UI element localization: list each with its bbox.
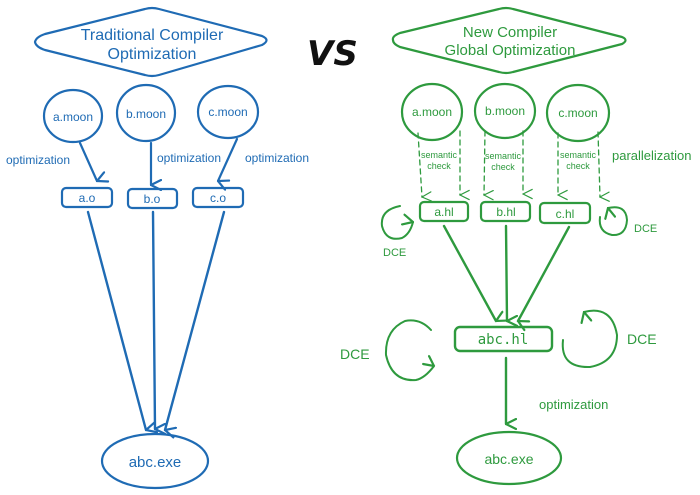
source-node-b: [473, 82, 537, 140]
check-label-a-1: semantic: [421, 150, 458, 160]
merged-label: abc.hl: [478, 332, 529, 348]
edge-b-hl-to-abc-hl: [504, 224, 507, 321]
source-node-b: [115, 83, 177, 143]
object-label-b: b.o: [144, 192, 161, 206]
dce-loop-right-icon: [598, 207, 628, 237]
edge-b-o-to-exe: [151, 210, 155, 429]
output-node: [455, 430, 563, 486]
dce-label-small-right: DCE: [634, 223, 657, 235]
check-label-c-1: semantic: [560, 150, 597, 160]
object-node-a: [60, 186, 114, 209]
traditional-compiler-section: Traditional Compiler Optimization a.moon…: [6, 6, 309, 490]
source-label-b: b.moon: [126, 107, 166, 121]
title-line2: Global Optimization: [445, 42, 576, 59]
source-node-a: [400, 82, 464, 142]
dce-loop-big-right-icon: [561, 311, 618, 369]
dashed-arrow: [484, 130, 485, 195]
source-label-c: c.moon: [558, 106, 597, 120]
semantic-check-arrows: [417, 130, 600, 197]
check-label-a-2: check: [427, 161, 451, 171]
source-label-b: b.moon: [485, 104, 525, 118]
intermediate-label-a: a.hl: [434, 205, 453, 219]
edge-a-hl-to-abc-hl: [442, 224, 496, 323]
source-node-c: [196, 84, 260, 140]
merged-node: [453, 325, 554, 353]
title-diamond: [33, 6, 268, 78]
output-label: abc.exe: [484, 451, 533, 467]
edge-label-b: optimization: [157, 151, 221, 165]
edge-a-moon-to-a-o: [78, 141, 97, 181]
vs-separator: VS: [307, 34, 358, 74]
dashed-arrow: [597, 131, 600, 197]
source-label-a: a.moon: [53, 110, 93, 124]
title-diamond: [391, 6, 627, 75]
intermediate-label-b: b.hl: [496, 205, 515, 219]
dce-label-small-left: DCE: [383, 247, 406, 259]
intermediate-node-b: [479, 200, 532, 223]
source-label-c: c.moon: [208, 105, 247, 119]
edge-c-hl-to-abc-hl: [518, 225, 571, 321]
intermediate-label-c: c.hl: [556, 207, 575, 221]
output-label: abc.exe: [129, 454, 182, 471]
edge-label-a: optimization: [6, 153, 70, 167]
title-line1: Traditional Compiler: [81, 27, 224, 44]
dce-loop-left-icon: [380, 205, 413, 240]
output-node: [100, 432, 210, 490]
edge-c-o-to-exe: [165, 210, 226, 430]
check-label-c-2: check: [566, 161, 590, 171]
object-label-a: a.o: [79, 191, 96, 205]
title-line1: New Compiler: [463, 24, 557, 41]
intermediate-node-c: [538, 201, 592, 225]
object-node-c: [191, 186, 245, 209]
object-label-c: c.o: [210, 191, 226, 205]
source-label-a: a.moon: [412, 105, 452, 119]
title-line2: Optimization: [108, 46, 197, 63]
object-node-b: [126, 187, 179, 210]
source-node-c: [545, 83, 611, 143]
parallelization-label: parallelization: [612, 148, 692, 163]
dce-label-big-left: DCE: [340, 346, 370, 362]
source-node-a: [42, 88, 104, 144]
check-label-b-1: semantic: [485, 151, 522, 161]
edge-c-moon-to-c-o: [218, 137, 239, 181]
edge-a-o-to-exe: [86, 210, 146, 430]
dce-label-big-right: DCE: [627, 331, 657, 347]
edge-label-c: optimization: [245, 151, 309, 165]
dce-loop-big-left-icon: [384, 319, 434, 382]
check-label-b-2: check: [491, 162, 515, 172]
intermediate-node-a: [418, 200, 470, 223]
dashed-arrow: [417, 132, 422, 197]
final-edge-label: optimization: [539, 397, 608, 412]
new-compiler-section: New Compiler Global Optimization a.moon …: [340, 6, 692, 486]
